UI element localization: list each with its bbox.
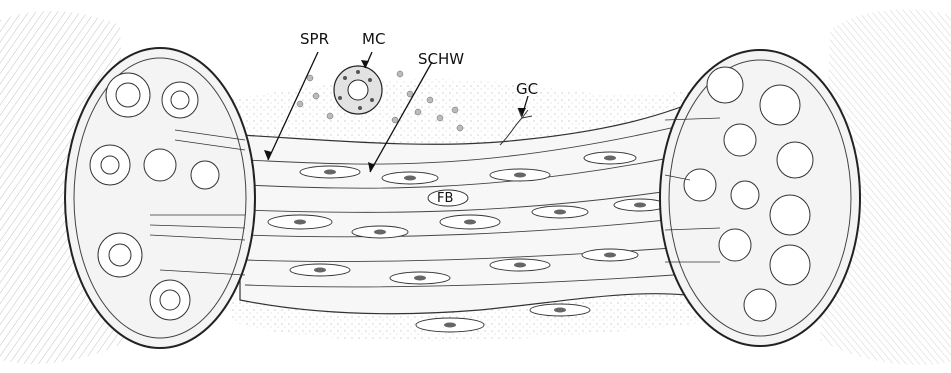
left-nerve-stump — [65, 48, 255, 348]
label-spr: SPR — [300, 30, 329, 48]
label-fb: FB — [437, 191, 453, 206]
label-mc: MC — [362, 30, 385, 48]
macrophage — [334, 66, 382, 114]
label-schw: SCHW — [418, 50, 464, 68]
right-nerve-stump — [660, 50, 860, 346]
label-gc: GC — [516, 80, 538, 98]
